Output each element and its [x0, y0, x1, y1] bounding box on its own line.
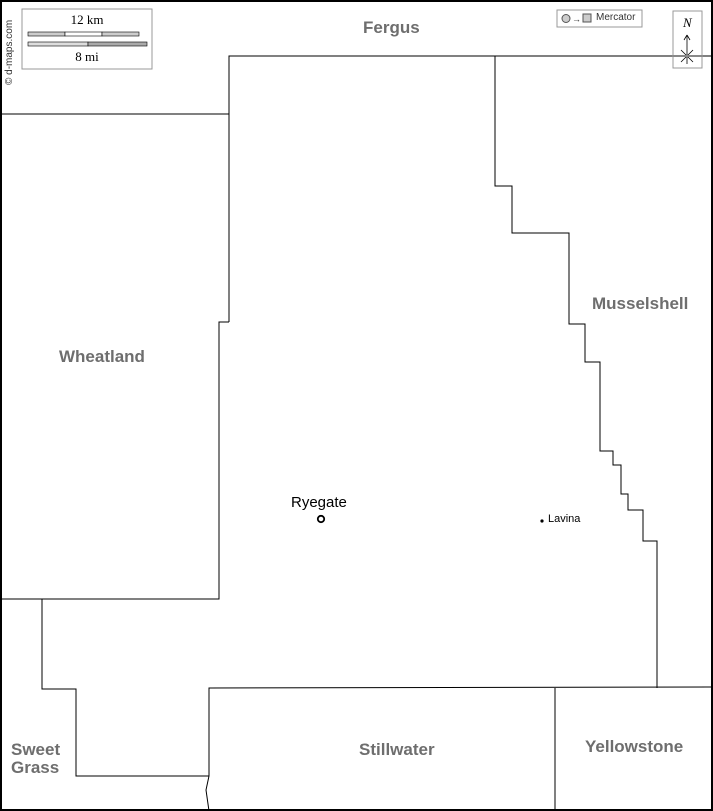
circle-icon: [561, 14, 571, 23]
county-stillwater: Stillwater: [359, 740, 435, 759]
county-yellowstone: Yellowstone: [585, 737, 684, 756]
boundary-stillwater: [205, 686, 713, 811]
lavina-marker: [540, 519, 544, 523]
county-sweet-grass-1: Sweet: [11, 740, 61, 759]
boundary-sweetgrass: [41, 599, 209, 777]
county-fergus: Fergus: [363, 18, 420, 37]
ryegate-marker: [316, 514, 326, 524]
north-box: [672, 10, 703, 69]
svg-text:→: →: [572, 14, 581, 24]
boundary-musselshell: [494, 56, 658, 688]
county-wheatland: Wheatland: [59, 347, 145, 366]
north-label: N: [683, 15, 692, 30]
scale-km: 12 km: [70, 12, 104, 27]
projection-label: Mercator: [596, 12, 636, 23]
county-sweet-grass-2: Grass: [11, 758, 60, 777]
scale-box: [21, 8, 153, 70]
projection-box: [556, 9, 643, 28]
boundary-wheatland-east: [0, 321, 229, 600]
credit: © d-maps.com: [4, 19, 15, 85]
city-ryegate: Ryegate: [291, 494, 347, 511]
city-lavina: Lavina: [548, 513, 581, 525]
boundary-fergus: [228, 55, 713, 322]
county-musselshell: Musselshell: [592, 294, 689, 313]
square-icon: [582, 13, 592, 23]
scale-mi: 8 mi: [75, 49, 99, 64]
